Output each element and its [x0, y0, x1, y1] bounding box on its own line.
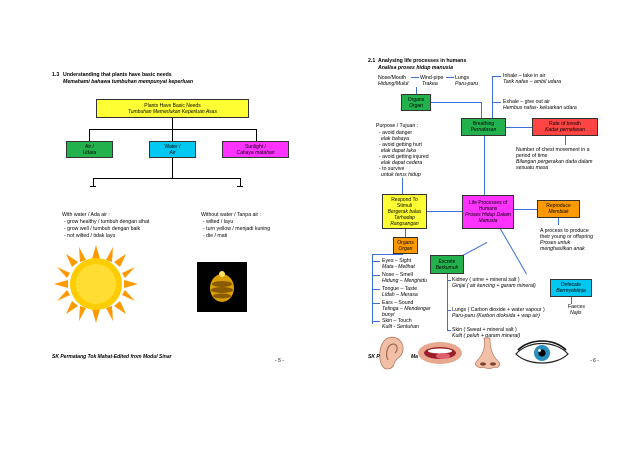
- faeces-malay: Najis: [570, 310, 582, 316]
- purpose-line: - avoid danger: [379, 130, 413, 136]
- purpose-line: - avoid getting hurt: [379, 142, 422, 148]
- reproduce-malay: menghasilkan anak: [540, 246, 585, 252]
- organ-windpipe: Wind-pipe: [420, 75, 444, 81]
- need-water-label: Water /: [164, 143, 181, 150]
- purpose-line: - to survive: [379, 166, 405, 172]
- beehive-image: [197, 262, 247, 312]
- reproduce-text: their young or offspring: [540, 234, 593, 240]
- purpose-line: untuk terus hidup: [381, 172, 421, 178]
- plants-needs-box: Plants Have Basic Needs Tumbuhan Memerlu…: [96, 99, 249, 118]
- left-heading-malay: Memahami bahawa tumbuhan mempunyai keper…: [63, 79, 194, 85]
- excrete-box: Excrete Berkumuh: [430, 255, 464, 274]
- sense-ears-malay-2: bunyi: [382, 312, 395, 318]
- inhale-malay: Tarik nafas – ambil udara: [503, 79, 562, 85]
- sense-eyes: Eyes – Sight: [382, 258, 412, 264]
- purpose-title: Purpose / Tujuan :: [376, 123, 419, 129]
- excrete-skin-malay: Kulit ( peluh + garam mineral): [452, 333, 521, 339]
- excrete-lungs: Lungs ( Carbon dioxide + water vapour ): [452, 307, 545, 313]
- reproduce-text: A process to produce: [540, 228, 589, 234]
- sense-tongue: Tongue – Taste: [382, 286, 418, 292]
- plants-needs-title: Plants Have Basic Needs: [144, 102, 201, 109]
- with-water-item: - not wilted / tidak layu: [64, 233, 116, 239]
- reproduce-box: Reproduce Membiak: [537, 200, 580, 218]
- exhale-text: Exhale – give out air: [503, 99, 551, 105]
- organ-nose-mouth: Nose/Mouth: [378, 75, 406, 81]
- sense-tongue-malay: Lidah – Merasa: [382, 292, 418, 298]
- organs-box-top: Organs Organ: [401, 94, 431, 111]
- sense-eyes-malay: Mata - Melihat: [382, 264, 415, 270]
- reproduce-malay: Proses untuk: [540, 240, 571, 246]
- with-water-item: - grow well / tumbuh dengan baik: [64, 226, 141, 232]
- need-air-box: Air / Udara: [66, 141, 113, 158]
- organ-lungs: Lungs: [455, 75, 470, 81]
- right-heading-malay: Analisa proses hidup manusia: [378, 65, 453, 71]
- defecate-box: Defecate Berrnyahtinja: [550, 279, 592, 297]
- exhale-malay: Hembus nafas- keluarkan udara: [503, 105, 577, 111]
- mouth-image: [418, 342, 462, 364]
- left-footer: SK Permatang Tok Mahat-Edited from Modul…: [52, 354, 172, 360]
- breathing-box: Breathing Pernafasan: [461, 118, 506, 136]
- rate-of-breath-box: Rate of breath Kadar pernafasan: [532, 118, 598, 136]
- right-page-number: - 6 -: [590, 358, 599, 364]
- nose-image: [475, 337, 501, 369]
- purpose-line: elak dapat luka: [381, 148, 416, 154]
- eye-image: [515, 340, 569, 364]
- organ-nose-mouth-malay: Hidung/Mulut: [378, 81, 409, 87]
- purpose-line: elak dapat cedera: [381, 160, 423, 166]
- without-water-item: - wilted / layu: [203, 219, 234, 225]
- need-sunlight-malay: Cahaya matahari: [236, 149, 275, 156]
- need-air-label: Air /: [85, 143, 94, 150]
- sense-nose-malay: Hidung – Menghidu: [382, 278, 427, 284]
- with-water-title: With water / Ada air :: [62, 212, 110, 218]
- organ-windpipe-malay: Trakea: [422, 81, 438, 87]
- sense-skin: Skin – Touch: [382, 318, 412, 324]
- sense-skin-malay: Kulit - Sentuhan: [382, 324, 419, 330]
- need-water-box: Water / Air: [149, 141, 196, 158]
- organ-lungs-malay: Paru-paru: [455, 81, 479, 87]
- right-footer-mid: Ma: [411, 354, 418, 360]
- need-air-malay: Udara: [82, 149, 97, 156]
- excrete-kidney: Kidney ( urine + mineral salt ): [452, 277, 520, 283]
- need-sunlight-box: Sunlight / Cahaya matahari: [222, 141, 289, 158]
- excrete-kidney-malay: Ginjal ( air kencing + garam mineral): [452, 283, 536, 289]
- without-water-item: - turn yellow / menjadi kuning: [203, 226, 271, 232]
- sense-nose: Nose – Smell: [382, 272, 413, 278]
- excrete-skin: Skin ( Sweat + mineral salt ): [452, 327, 517, 333]
- right-heading-number: 2.1: [368, 58, 376, 64]
- ear-image: [379, 336, 404, 370]
- right-footer: SK P: [368, 354, 380, 360]
- without-water-title: Without water / Tanpa air :: [201, 212, 262, 218]
- chest-text: period of time: [516, 153, 548, 159]
- chest-malay: sesuatu masa: [516, 165, 549, 171]
- sun-image: [54, 245, 138, 323]
- purpose-line: elak bahaya: [381, 136, 409, 142]
- respond-stimuli-box: Respond To Stimuli Bergerak balas Terhad…: [382, 194, 427, 229]
- left-heading: Understanding that plants have basic nee…: [63, 72, 172, 78]
- sense-ears-malay: Telinga – Mendengar: [382, 306, 431, 312]
- plants-needs-subtitle: Tumbuhan Memerlukan Keperluan Asas: [128, 108, 217, 115]
- sense-ears: Ears – Sound: [382, 300, 414, 306]
- left-heading-number: 1.3: [52, 72, 60, 78]
- organs-box-mid: Organs Organ: [393, 237, 418, 254]
- need-sunlight-label: Sunlight /: [245, 143, 266, 150]
- excrete-lungs-malay: Paru-paru (Karbon dioksida + wap air): [452, 313, 540, 319]
- chest-malay: Bilangan pergerakan dada dalam: [516, 159, 593, 165]
- life-processes-box: Life Processes of Humans Proses Hidup Da…: [462, 195, 514, 229]
- chest-text: Number of chest movement in a: [516, 147, 590, 153]
- left-page-number: - 5 -: [275, 358, 284, 364]
- faeces-text: Faeces: [568, 304, 586, 310]
- inhale-text: Inhale – take in air: [503, 73, 546, 79]
- purpose-line: - avoid getting injured: [379, 154, 429, 160]
- need-water-malay: Air: [169, 149, 176, 156]
- with-water-item: - grow healthy / tumbuh dengan sihat: [64, 219, 150, 225]
- right-heading: Analysing life processes in humans: [378, 58, 467, 64]
- without-water-item: - die / mati: [203, 233, 228, 239]
